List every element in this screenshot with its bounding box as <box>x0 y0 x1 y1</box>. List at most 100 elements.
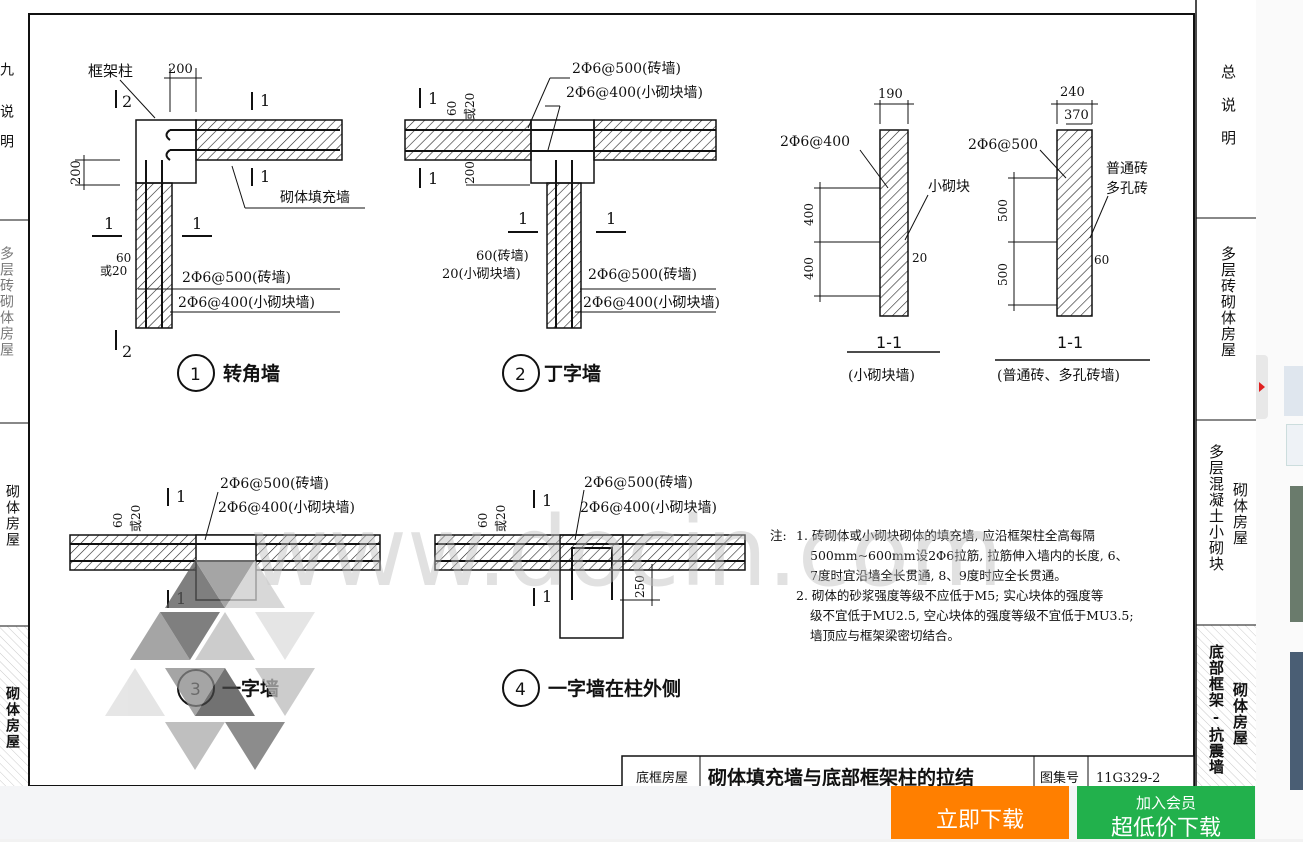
left-index-item: 砌体房屋 <box>4 484 20 548</box>
dim-label: 60 <box>1094 253 1109 267</box>
section-mark: 1 <box>176 487 186 506</box>
title-block: 底框房屋 砌体填充墙与底部框架柱的拉结 图集号 11G329-2 <box>621 755 1195 786</box>
section-small-block: 190 2Φ6@400 小砌块 400 400 20 1-1 (小砌块墙) <box>780 87 970 384</box>
panel-toggle[interactable] <box>1256 355 1268 419</box>
rebar-label: 2Φ6@500(砖墙) <box>588 267 697 283</box>
dim-label: 60 <box>111 513 125 528</box>
section-mark: 2 <box>122 342 132 361</box>
section-mark: 2 <box>122 92 132 111</box>
rebar-label: 2Φ6@400(小砌块墙) <box>566 85 703 101</box>
note-line: 墙顶应与框架梁密切结合。 <box>810 628 960 643</box>
note-label: 60(砖墙) <box>476 249 529 264</box>
detail-title: 丁字墙 <box>544 362 601 385</box>
left-index-item: 说明 <box>0 104 14 164</box>
download-now-label: 立即下载 <box>935 808 1024 833</box>
left-index-item: 砌体房屋 <box>4 686 20 750</box>
watermark: www.docin.com <box>250 496 1003 608</box>
right-index-item-sub: 砌体房屋 <box>1231 682 1249 746</box>
right-index-item-sub: 砌体房屋 <box>1231 482 1249 546</box>
bottom-action-bar: 立即下载 加入会员 超低价下载 <box>0 786 1256 841</box>
note-line: 级不宜低于MU2.5, 空心块体的强度等级不宜低于MU3.5; <box>810 608 1134 623</box>
dim-label: 400 <box>802 203 816 226</box>
detail-title: 一字墙在柱外侧 <box>548 677 681 700</box>
section-brick: 240 370 2Φ6@500 普通砖 多孔砖 500 500 60 1-1 (… <box>968 85 1150 384</box>
notes: 注: 1. 砖砌体或小砌块砌体的填充墙, 应沿框架柱全高每隔 500mm~600… <box>770 528 1134 643</box>
panel-image[interactable] <box>1290 652 1303 790</box>
watermark-logo <box>105 560 315 770</box>
section-mark: 1 <box>104 214 114 233</box>
join-member-label: 加入会员 <box>1135 794 1196 812</box>
caret-right-icon <box>1259 382 1265 392</box>
drawing-frame <box>28 13 1195 786</box>
rebar-label: 2Φ6@400(小砌块墙) <box>218 500 355 516</box>
section-caption: (普通砖、多孔砖墙) <box>997 367 1120 384</box>
detail-number-circle <box>502 354 540 392</box>
detail-number-circle <box>177 354 215 392</box>
dim-label: 250 <box>633 575 647 598</box>
dim-label: 20 <box>912 251 927 265</box>
dim-label: 或20 <box>463 93 477 120</box>
atlas-label: 图集号 <box>1040 770 1079 786</box>
rebar-label: 2Φ6@500(砖墙) <box>572 61 681 77</box>
note-line: 500mm~600mm设2Φ6拉筋, 拉筋伸入墙内的长度, 6、 <box>810 548 1128 563</box>
detail-title: 转角墙 <box>223 362 280 385</box>
dim-label: 190 <box>878 87 903 102</box>
dim-label: 500 <box>996 199 1010 222</box>
drawing-title: 砌体填充墙与底部框架柱的拉结 <box>707 766 974 786</box>
document-sheet: 框架柱 200 200 2 2 1 1 1 1 砌体填充墙 60 或20 2Φ6… <box>0 0 1256 786</box>
section-mark: 1 <box>606 209 616 228</box>
note-label: 20(小砌块墙) <box>442 267 521 282</box>
rebar-label: 2Φ6@400(小砌块墙) <box>583 295 720 311</box>
note-line: 1. 砖砌体或小砌块砌体的填充墙, 应沿框架柱全高每隔 <box>796 528 1095 543</box>
note-line: 2. 砌体的砂浆强度等级不应低于M5; 实心块体的强度等 <box>796 588 1103 603</box>
panel-image[interactable] <box>1290 486 1303 622</box>
detail-4-wall-outside-column: 2Φ6@500(砖墙) 2Φ6@400(小砌块墙) 60 或20 1 1 250… <box>434 475 746 707</box>
download-now-button[interactable]: 立即下载 <box>891 786 1069 839</box>
right-index-item: 总说明 <box>1219 64 1237 163</box>
rebar-label: 2Φ6@500 <box>968 137 1038 153</box>
dim-label: 60 <box>445 101 459 116</box>
dim-label: 500 <box>996 263 1010 286</box>
right-index-item: 底部框架-抗震墙 <box>1207 644 1225 775</box>
rebar-label: 2Φ6@500(砖墙) <box>584 475 693 491</box>
dim-label: 200 <box>463 161 477 184</box>
drawing-canvas: 框架柱 200 200 2 2 1 1 1 1 砌体填充墙 60 或20 2Φ6… <box>0 0 1256 786</box>
right-margin-index: 总说明 多层砖砌体房屋 多层混凝土小砌块 砌体房屋 底部框架-抗震墙 砌体房屋 <box>1196 0 1256 786</box>
right-index-item: 多层混凝土小砌块 <box>1207 444 1225 572</box>
detail-number: 4 <box>515 680 526 700</box>
detail-number-circle <box>502 669 540 707</box>
section-label: 1-1 <box>1057 333 1083 352</box>
dim-label: 370 <box>1064 108 1089 123</box>
dim-label: 或20 <box>129 505 143 532</box>
detail-2-t-wall: 2Φ6@500(砖墙) 2Φ6@400(小砌块墙) 60 或20 200 1 1… <box>404 61 720 392</box>
material-label: 普通砖 <box>1106 161 1148 177</box>
rebar-label: 2Φ6@400(小砌块墙) <box>178 295 315 311</box>
cheap-download-label: 超低价下载 <box>1110 816 1221 841</box>
panel-thumb[interactable] <box>1284 366 1303 416</box>
rebar-label: 2Φ6@500(砖墙) <box>182 270 291 286</box>
left-index-item: 多层砖砌体房屋 <box>0 246 14 358</box>
section-mark: 1 <box>260 167 270 186</box>
section-mark: 1 <box>192 214 202 233</box>
section-caption: (小砌块墙) <box>848 368 915 384</box>
section-label: 1-1 <box>876 333 902 352</box>
rebar-label: 2Φ6@400 <box>780 134 850 150</box>
dim-label: 400 <box>802 257 816 280</box>
section-mark: 1 <box>260 91 270 110</box>
title-category: 底框房屋 <box>636 770 688 786</box>
detail-number: 1 <box>190 365 201 385</box>
rebar-label: 2Φ6@400(小砌块墙) <box>580 500 717 516</box>
dim-label: 200 <box>69 160 84 185</box>
dim-label: 60 <box>476 513 490 528</box>
dim-label: 60 <box>116 251 131 265</box>
member-download-button[interactable]: 加入会员 超低价下载 <box>1077 786 1255 841</box>
section-mark: 1 <box>542 587 552 606</box>
left-index-item: 九 <box>0 62 14 92</box>
section-mark: 1 <box>518 209 528 228</box>
material-label: 小砌块 <box>928 179 970 195</box>
notes-prefix: 注: <box>770 528 787 543</box>
section-mark: 1 <box>428 169 438 188</box>
panel-thumb[interactable] <box>1286 424 1303 466</box>
note-line: 7度时宜沿墙全长贯通, 8、9度时应全长贯通。 <box>810 568 1067 583</box>
column-label: 框架柱 <box>88 62 133 80</box>
